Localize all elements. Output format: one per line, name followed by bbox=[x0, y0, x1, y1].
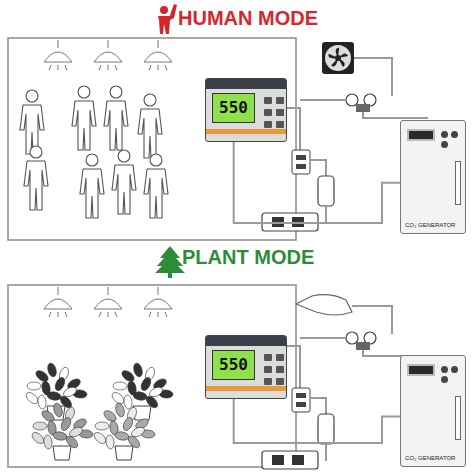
co2-regulator bbox=[346, 94, 376, 112]
co2-controller: 550 bbox=[205, 335, 287, 399]
control-button bbox=[276, 109, 284, 116]
control-button bbox=[264, 366, 272, 373]
control-button bbox=[264, 97, 272, 104]
control-button bbox=[264, 378, 272, 385]
grow-lamp bbox=[44, 287, 72, 317]
plant-figure bbox=[24, 362, 87, 420]
device-label: CO₂ GENERATOR bbox=[405, 221, 455, 229]
control-knob bbox=[441, 376, 448, 383]
flow-meter bbox=[455, 396, 461, 440]
control-button bbox=[276, 121, 284, 128]
co2-controller: 550 bbox=[205, 78, 287, 142]
power-cable bbox=[234, 142, 400, 223]
room-outline bbox=[8, 38, 296, 240]
person-figure bbox=[144, 154, 168, 218]
mode-heading: PLANT MODE bbox=[182, 245, 314, 269]
control-button bbox=[264, 121, 272, 128]
co2-generator: CO₂ GENERATOR bbox=[400, 120, 466, 234]
digital-display bbox=[407, 364, 435, 376]
control-button bbox=[276, 97, 284, 104]
control-knob bbox=[441, 141, 448, 148]
control-button bbox=[264, 109, 272, 116]
tree-icon bbox=[155, 246, 185, 278]
control-knob bbox=[441, 131, 448, 138]
grow-lamp bbox=[144, 287, 172, 317]
co2-generator: CO₂ GENERATOR bbox=[400, 355, 466, 467]
wall-outlet bbox=[292, 150, 310, 174]
person-figure bbox=[138, 94, 162, 158]
device-label: CO₂ GENERATOR bbox=[405, 454, 455, 462]
plant-figure bbox=[30, 402, 93, 460]
person-figure bbox=[24, 146, 48, 210]
room-outline bbox=[8, 285, 296, 467]
person-figure bbox=[112, 150, 136, 214]
human-icon bbox=[158, 4, 177, 34]
lcd-reading: 550 bbox=[212, 93, 255, 123]
control-knob bbox=[441, 366, 448, 373]
lcd-reading: 550 bbox=[212, 350, 255, 380]
person-figure bbox=[20, 90, 44, 154]
control-button bbox=[264, 354, 272, 361]
air-duct bbox=[296, 295, 352, 315]
co2-regulator bbox=[346, 332, 376, 350]
wall-outlet bbox=[292, 388, 310, 412]
person-figure bbox=[72, 86, 96, 150]
control-button bbox=[276, 354, 284, 361]
flow-meter bbox=[455, 161, 461, 205]
person-figure bbox=[80, 154, 104, 218]
fan-icon bbox=[322, 42, 354, 74]
plant-figure bbox=[92, 402, 155, 460]
control-knob bbox=[451, 131, 458, 138]
mode-heading: HUMAN MODE bbox=[178, 6, 318, 30]
plant-figure bbox=[110, 362, 173, 420]
power-strip bbox=[262, 451, 318, 469]
person-figure bbox=[104, 86, 128, 150]
grow-lamp bbox=[94, 40, 122, 70]
grow-lamp bbox=[94, 287, 122, 317]
grow-lamp bbox=[144, 40, 172, 70]
control-button bbox=[276, 366, 284, 373]
control-knob bbox=[451, 366, 458, 373]
power-cable bbox=[234, 399, 400, 443]
grow-lamp bbox=[44, 40, 72, 70]
control-button bbox=[276, 378, 284, 385]
digital-display bbox=[407, 129, 435, 141]
